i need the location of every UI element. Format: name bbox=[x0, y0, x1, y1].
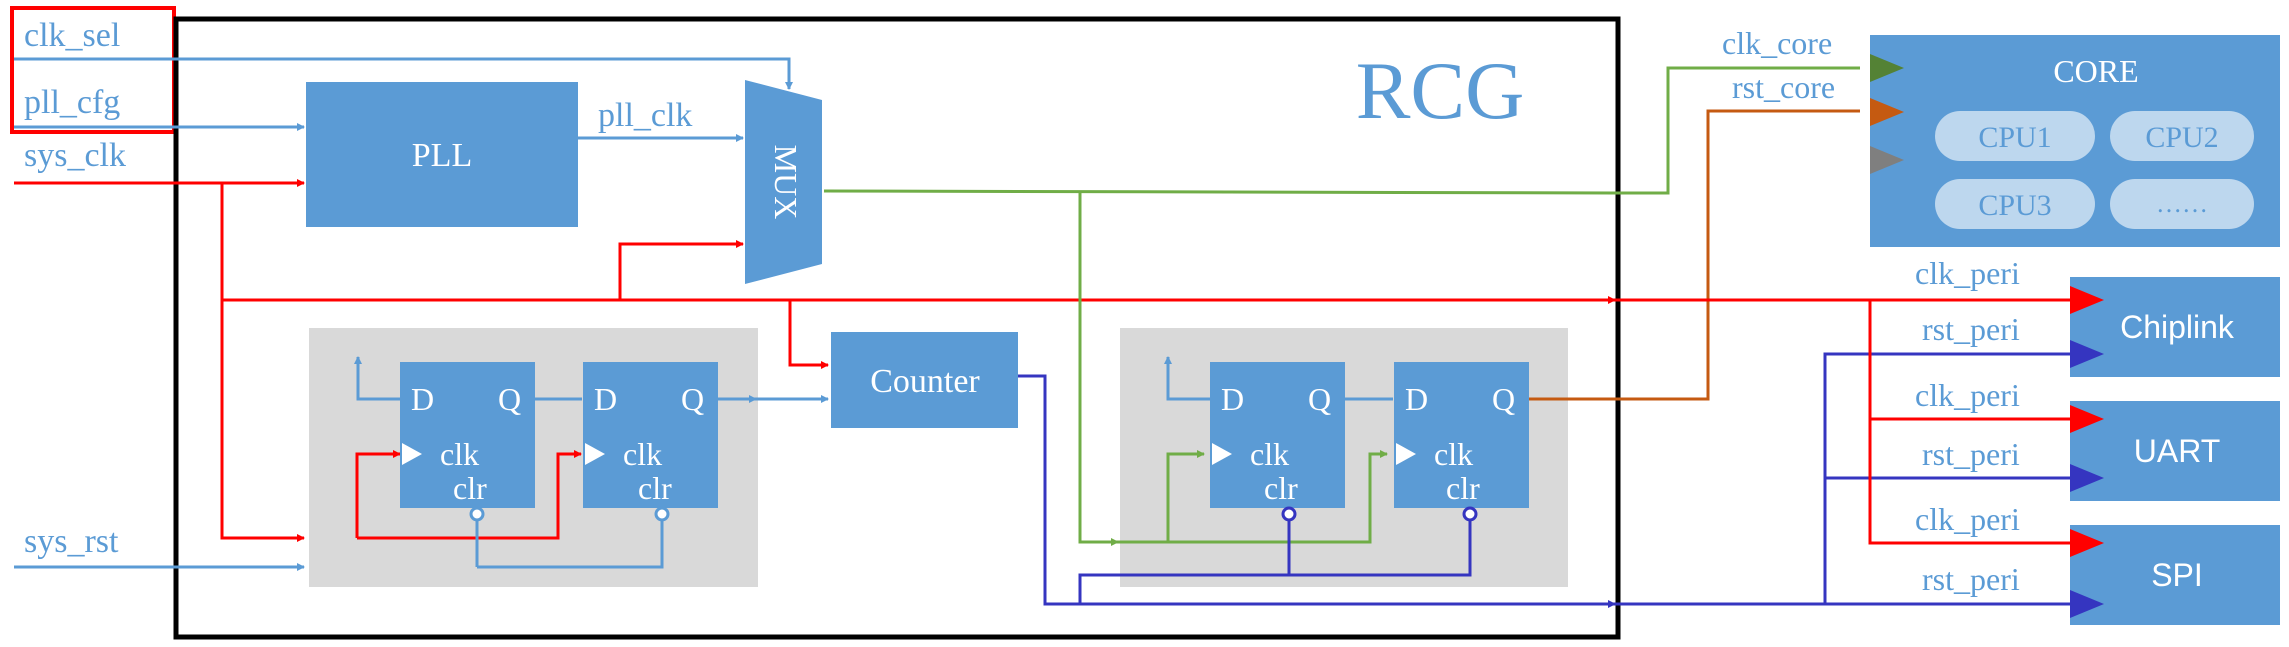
ff1-d-label: D bbox=[411, 381, 434, 417]
ff4-d-label: D bbox=[1405, 381, 1428, 417]
sys-rst-label: sys_rst bbox=[24, 523, 119, 560]
rst-peri-trunk-wire bbox=[1823, 352, 2070, 604]
ff3-d-tie-wire bbox=[1164, 356, 1210, 401]
ff4-clr-label: clr bbox=[1446, 470, 1480, 506]
mux-block bbox=[745, 80, 822, 284]
ff3-clr-label: clr bbox=[1264, 470, 1298, 506]
ff3-clr-bubble-icon bbox=[1281, 506, 1297, 522]
sys-clk-ff1-wire bbox=[355, 450, 401, 538]
ff1-clk-triangle-icon bbox=[402, 443, 422, 465]
rst-core-wire bbox=[1529, 109, 1860, 401]
ff2-d-label: D bbox=[594, 381, 617, 417]
rcg-title: RCG bbox=[1356, 45, 1525, 136]
sys-sync-flipflop-2: D Q clk clr bbox=[583, 362, 718, 508]
mux-label: MUX bbox=[768, 145, 804, 220]
cpu3-pill bbox=[1935, 179, 2095, 229]
rst-peri-label-uart: rst_peri bbox=[1922, 436, 2020, 472]
spi-rst-input-arrow-icon bbox=[2070, 590, 2104, 618]
clk-sel-wire bbox=[14, 57, 793, 90]
ff1-d-tie-wire bbox=[354, 356, 400, 401]
clk-peri-trunk-wire bbox=[1868, 300, 2070, 545]
ff1-q-label: Q bbox=[498, 381, 521, 417]
counter-block bbox=[831, 332, 1018, 428]
ff4-clr-bubble-icon bbox=[1462, 506, 1478, 522]
clk-peri-label-uart: clk_peri bbox=[1915, 377, 2020, 413]
clk-core-ff3-wire bbox=[1118, 450, 1205, 544]
cpu2-label: CPU2 bbox=[2145, 121, 2218, 154]
ff4-clk-label: clk bbox=[1434, 436, 1473, 472]
ff2-clr-label: clr bbox=[638, 470, 672, 506]
pll-block bbox=[306, 82, 578, 227]
pll-label: PLL bbox=[412, 137, 472, 174]
sys-clk-ff2-wire bbox=[357, 450, 582, 540]
sys-clk-label: sys_clk bbox=[24, 137, 126, 174]
core-label: CORE bbox=[2053, 53, 2138, 89]
chiplink-label: Chiplink bbox=[2120, 309, 2235, 345]
uart-label: UART bbox=[2134, 433, 2221, 469]
chiplink-block bbox=[2070, 277, 2280, 377]
cpu3-label: CPU3 bbox=[1978, 189, 2051, 222]
ff4-clk-triangle-icon bbox=[1396, 443, 1416, 465]
chiplink-clk-input-arrow-icon bbox=[2070, 286, 2104, 314]
clk-core-label: clk_core bbox=[1722, 25, 1832, 61]
clk-sel-label: clk_sel bbox=[24, 17, 120, 54]
clk-peri-label-chiplink: clk_peri bbox=[1915, 255, 2020, 291]
clk-core-ff4-wire bbox=[1168, 450, 1388, 544]
ff2-clk-label: clk bbox=[623, 436, 662, 472]
core-sync-clr-wire bbox=[1078, 514, 1472, 604]
uart-clk-input-arrow-icon bbox=[2070, 405, 2104, 433]
uart-rst-input-arrow-icon bbox=[2070, 464, 2104, 492]
sys-sync-flipflop-1: D Q clk clr bbox=[400, 362, 535, 508]
cpu1-label: CPU1 bbox=[1978, 121, 2051, 154]
core-sync-flipflop-2: D Q clk clr bbox=[1394, 362, 1529, 508]
rcg-frame bbox=[173, 16, 1621, 640]
spi-clk-input-arrow-icon bbox=[2070, 529, 2104, 557]
ff1-clr-label: clr bbox=[453, 470, 487, 506]
cpu-more-label: …… bbox=[2156, 189, 2208, 218]
rst-core-label: rst_core bbox=[1732, 69, 1835, 105]
ff3-clk-label: clk bbox=[1250, 436, 1289, 472]
cpu-more-pill bbox=[2110, 179, 2254, 229]
pll-clk-label: pll_clk bbox=[598, 97, 692, 134]
pll-cfg-label: pll_cfg bbox=[24, 84, 120, 121]
clk-peri-label-spi: clk_peri bbox=[1915, 501, 2020, 537]
ff2-clk-triangle-icon bbox=[585, 443, 605, 465]
rst-peri-label-chiplink: rst_peri bbox=[1922, 311, 2020, 347]
clk-core-wire bbox=[823, 66, 1860, 195]
sys-clk-trunk-wire bbox=[220, 183, 305, 542]
counter-rst-wire bbox=[1018, 374, 1616, 608]
ff2-clr-bubble-icon bbox=[654, 506, 670, 522]
ff3-d-label: D bbox=[1221, 381, 1244, 417]
rst-peri-label-spi: rst_peri bbox=[1922, 561, 2020, 597]
core-sync-flipflop-1: D Q clk clr bbox=[1210, 362, 1345, 508]
ff1-clk-label: clk bbox=[440, 436, 479, 472]
counter-label: Counter bbox=[870, 363, 980, 400]
sys-clk-counter-wire bbox=[788, 300, 829, 369]
ff3-clk-triangle-icon bbox=[1212, 443, 1232, 465]
cpu2-pill bbox=[2110, 111, 2254, 161]
cpu1-pill bbox=[1935, 111, 2095, 161]
core-clk-input-arrow-icon bbox=[1870, 54, 1904, 82]
core-rst-input-arrow-icon bbox=[1870, 98, 1904, 126]
ff4-q-label: Q bbox=[1492, 381, 1515, 417]
clk-core-sync-wire bbox=[1078, 193, 1119, 546]
uart-block bbox=[2070, 401, 2280, 501]
ff2-q-label: Q bbox=[681, 381, 704, 417]
ff3-q-label: Q bbox=[1308, 381, 1331, 417]
chiplink-rst-input-arrow-icon bbox=[2070, 340, 2104, 368]
core-extra-input-arrow-icon bbox=[1870, 146, 1904, 174]
sys-clk-mux-wire bbox=[618, 240, 744, 300]
sys-rst-clr2-wire bbox=[477, 514, 664, 569]
ff1-clr-bubble-icon bbox=[469, 506, 485, 522]
spi-label: SPI bbox=[2151, 557, 2203, 593]
spi-block bbox=[2070, 525, 2280, 625]
